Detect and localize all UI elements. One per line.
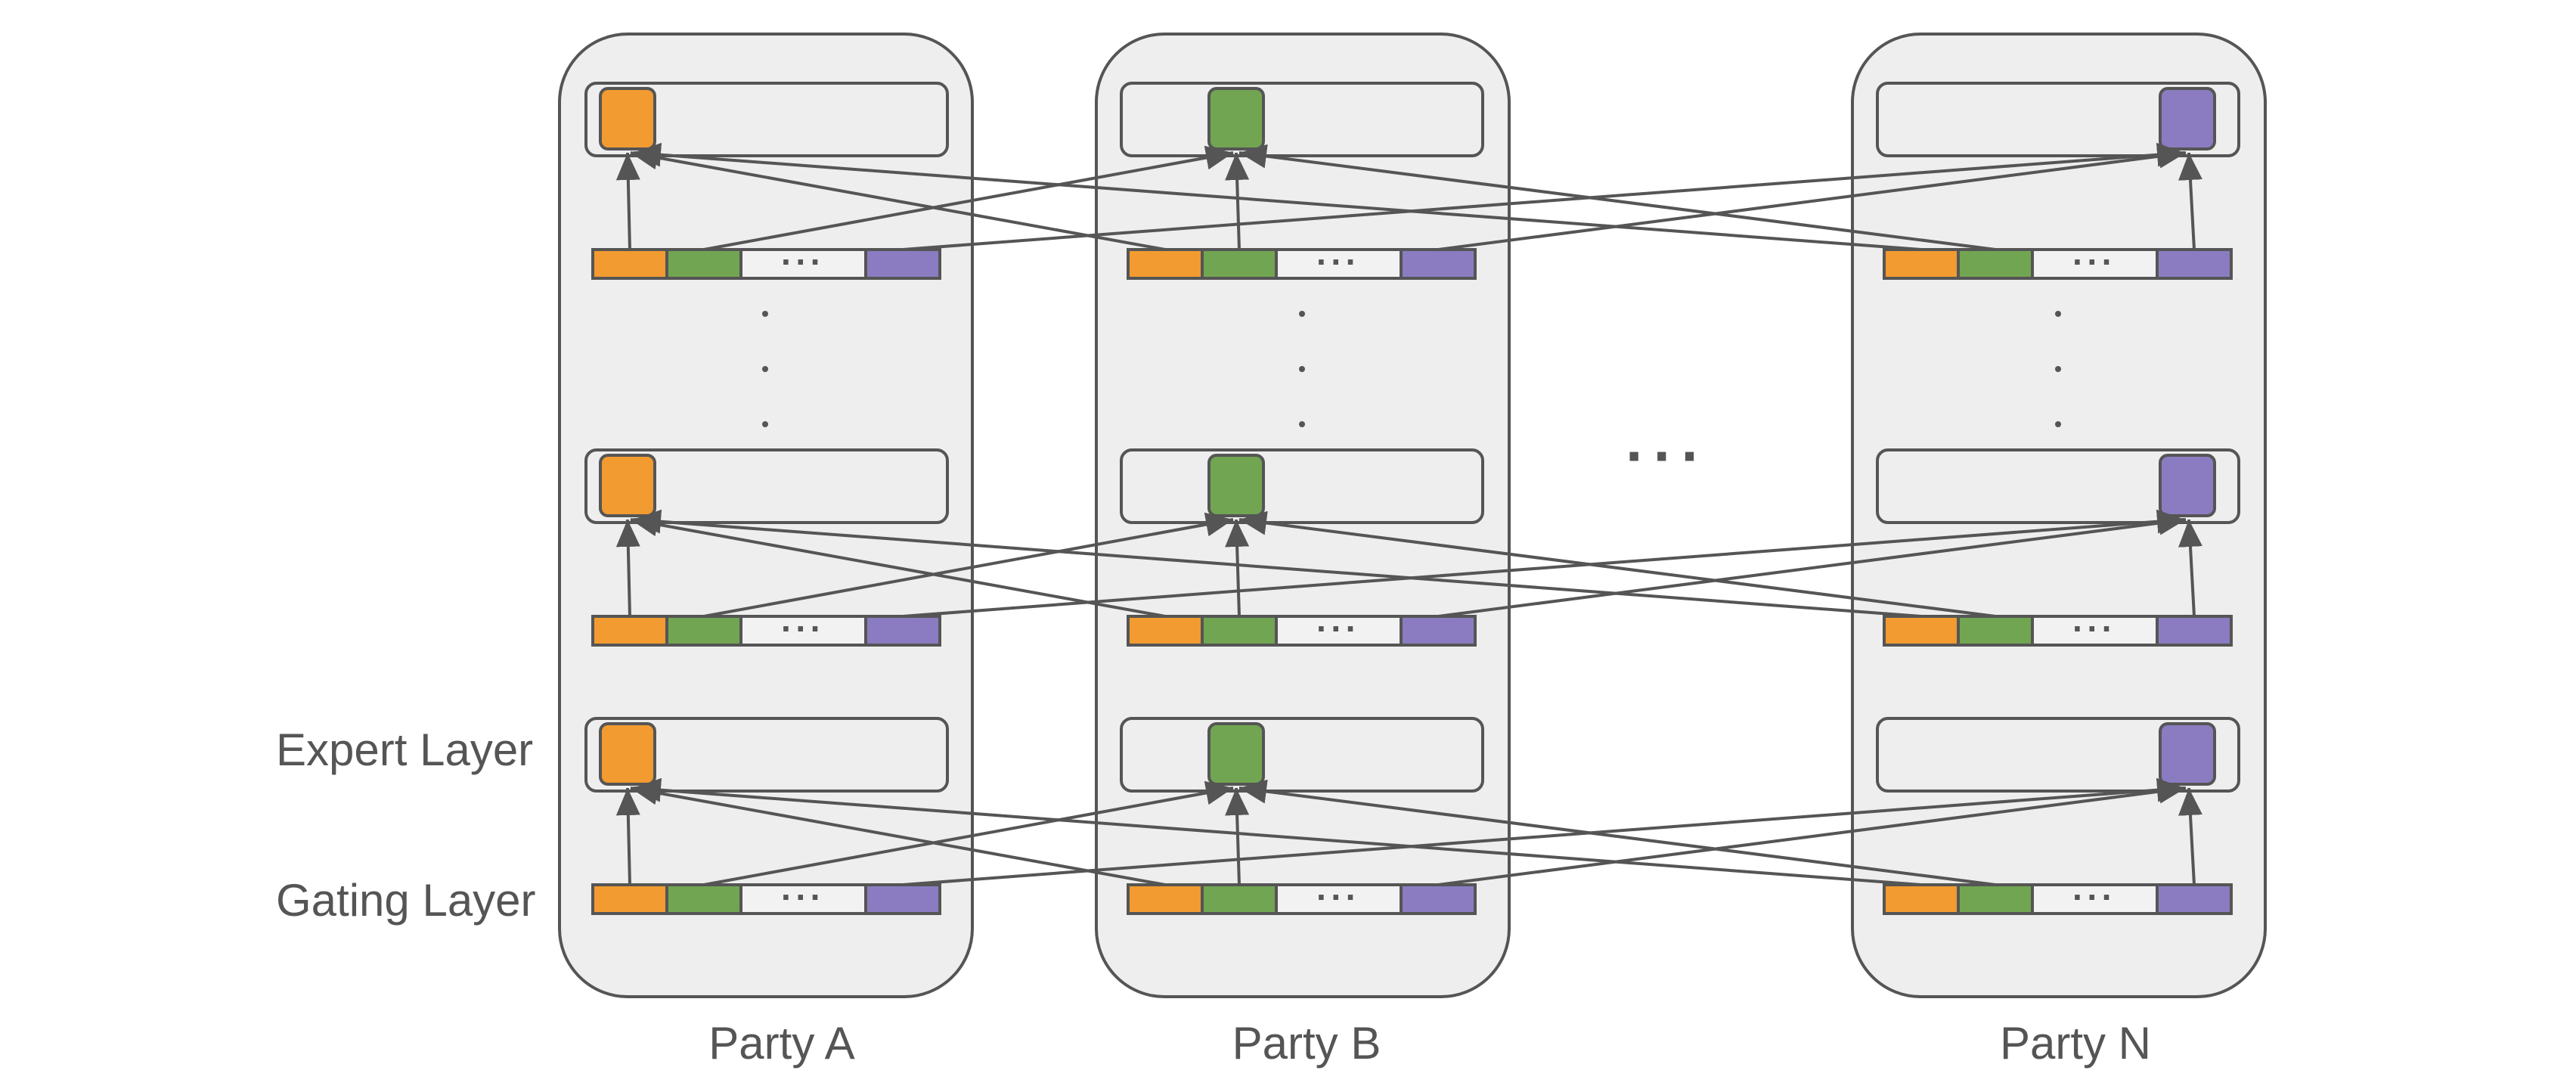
party-label-n: Party N bbox=[2000, 1018, 2151, 1069]
gating-bar: ··· bbox=[591, 242, 941, 281]
expert-unit-orange bbox=[599, 454, 656, 517]
expert-unit-purple bbox=[2159, 722, 2216, 786]
gate-ellipsis: ··· bbox=[2072, 609, 2116, 648]
expert-unit-green bbox=[1207, 454, 1265, 517]
vertical-dot bbox=[2055, 421, 2061, 427]
expert-box bbox=[584, 717, 949, 793]
expert-box bbox=[1120, 717, 1484, 793]
gate-ellipsis: ··· bbox=[2072, 242, 2116, 281]
expert-box bbox=[584, 448, 949, 524]
expert-box bbox=[1120, 448, 1484, 524]
expert-unit-green bbox=[1207, 722, 1265, 786]
expert-unit-purple bbox=[2159, 87, 2216, 150]
expert-box bbox=[1120, 82, 1484, 157]
expert-box bbox=[1876, 448, 2240, 524]
gate-ellipsis: ··· bbox=[781, 609, 825, 648]
routing-arrows bbox=[615, 142, 2202, 886]
expert-unit-green bbox=[1207, 87, 1265, 150]
gate-ellipsis: ··· bbox=[781, 242, 825, 281]
gate-ellipsis: ··· bbox=[2072, 877, 2116, 917]
party-label-a: Party A bbox=[708, 1018, 854, 1069]
vertical-dot bbox=[2055, 366, 2061, 372]
expert-box bbox=[1876, 82, 2240, 157]
expert-unit-orange bbox=[599, 722, 656, 786]
vertical-dot bbox=[1299, 421, 1305, 427]
gate-ellipsis: ··· bbox=[1316, 609, 1360, 648]
gate-ellipsis: ··· bbox=[1316, 242, 1360, 281]
gating-bar: ··· bbox=[591, 609, 941, 648]
gating-layers: ··· ··· ··· ··· ··· bbox=[591, 242, 2233, 917]
gating-layer-label: Gating Layer bbox=[276, 875, 536, 926]
expert-box bbox=[1876, 717, 2240, 793]
gating-bar: ··· bbox=[1127, 877, 1477, 917]
vertical-ellipsis bbox=[762, 311, 2061, 427]
vertical-dot bbox=[762, 421, 768, 427]
expert-box bbox=[584, 82, 949, 157]
vertical-dot bbox=[1299, 311, 1305, 317]
gating-bar: ··· bbox=[1883, 877, 2233, 917]
vertical-dot bbox=[1299, 366, 1305, 372]
expert-unit-purple bbox=[2159, 454, 2216, 517]
gating-bar: ··· bbox=[1883, 242, 2233, 281]
expert-layers bbox=[584, 82, 2240, 793]
expert-unit-orange bbox=[599, 87, 656, 150]
gate-ellipsis: ··· bbox=[781, 877, 825, 917]
gating-bar: ··· bbox=[1127, 609, 1477, 648]
expert-layer-label: Expert Layer bbox=[276, 724, 533, 775]
gate-ellipsis: ··· bbox=[1316, 877, 1360, 917]
vertical-dot bbox=[2055, 311, 2061, 317]
party-label-b: Party B bbox=[1232, 1018, 1381, 1069]
vertical-dot bbox=[762, 366, 768, 372]
vertical-dot bbox=[762, 311, 768, 317]
party-ellipsis: ··· bbox=[1626, 422, 1709, 489]
gating-bar: ··· bbox=[591, 877, 941, 917]
